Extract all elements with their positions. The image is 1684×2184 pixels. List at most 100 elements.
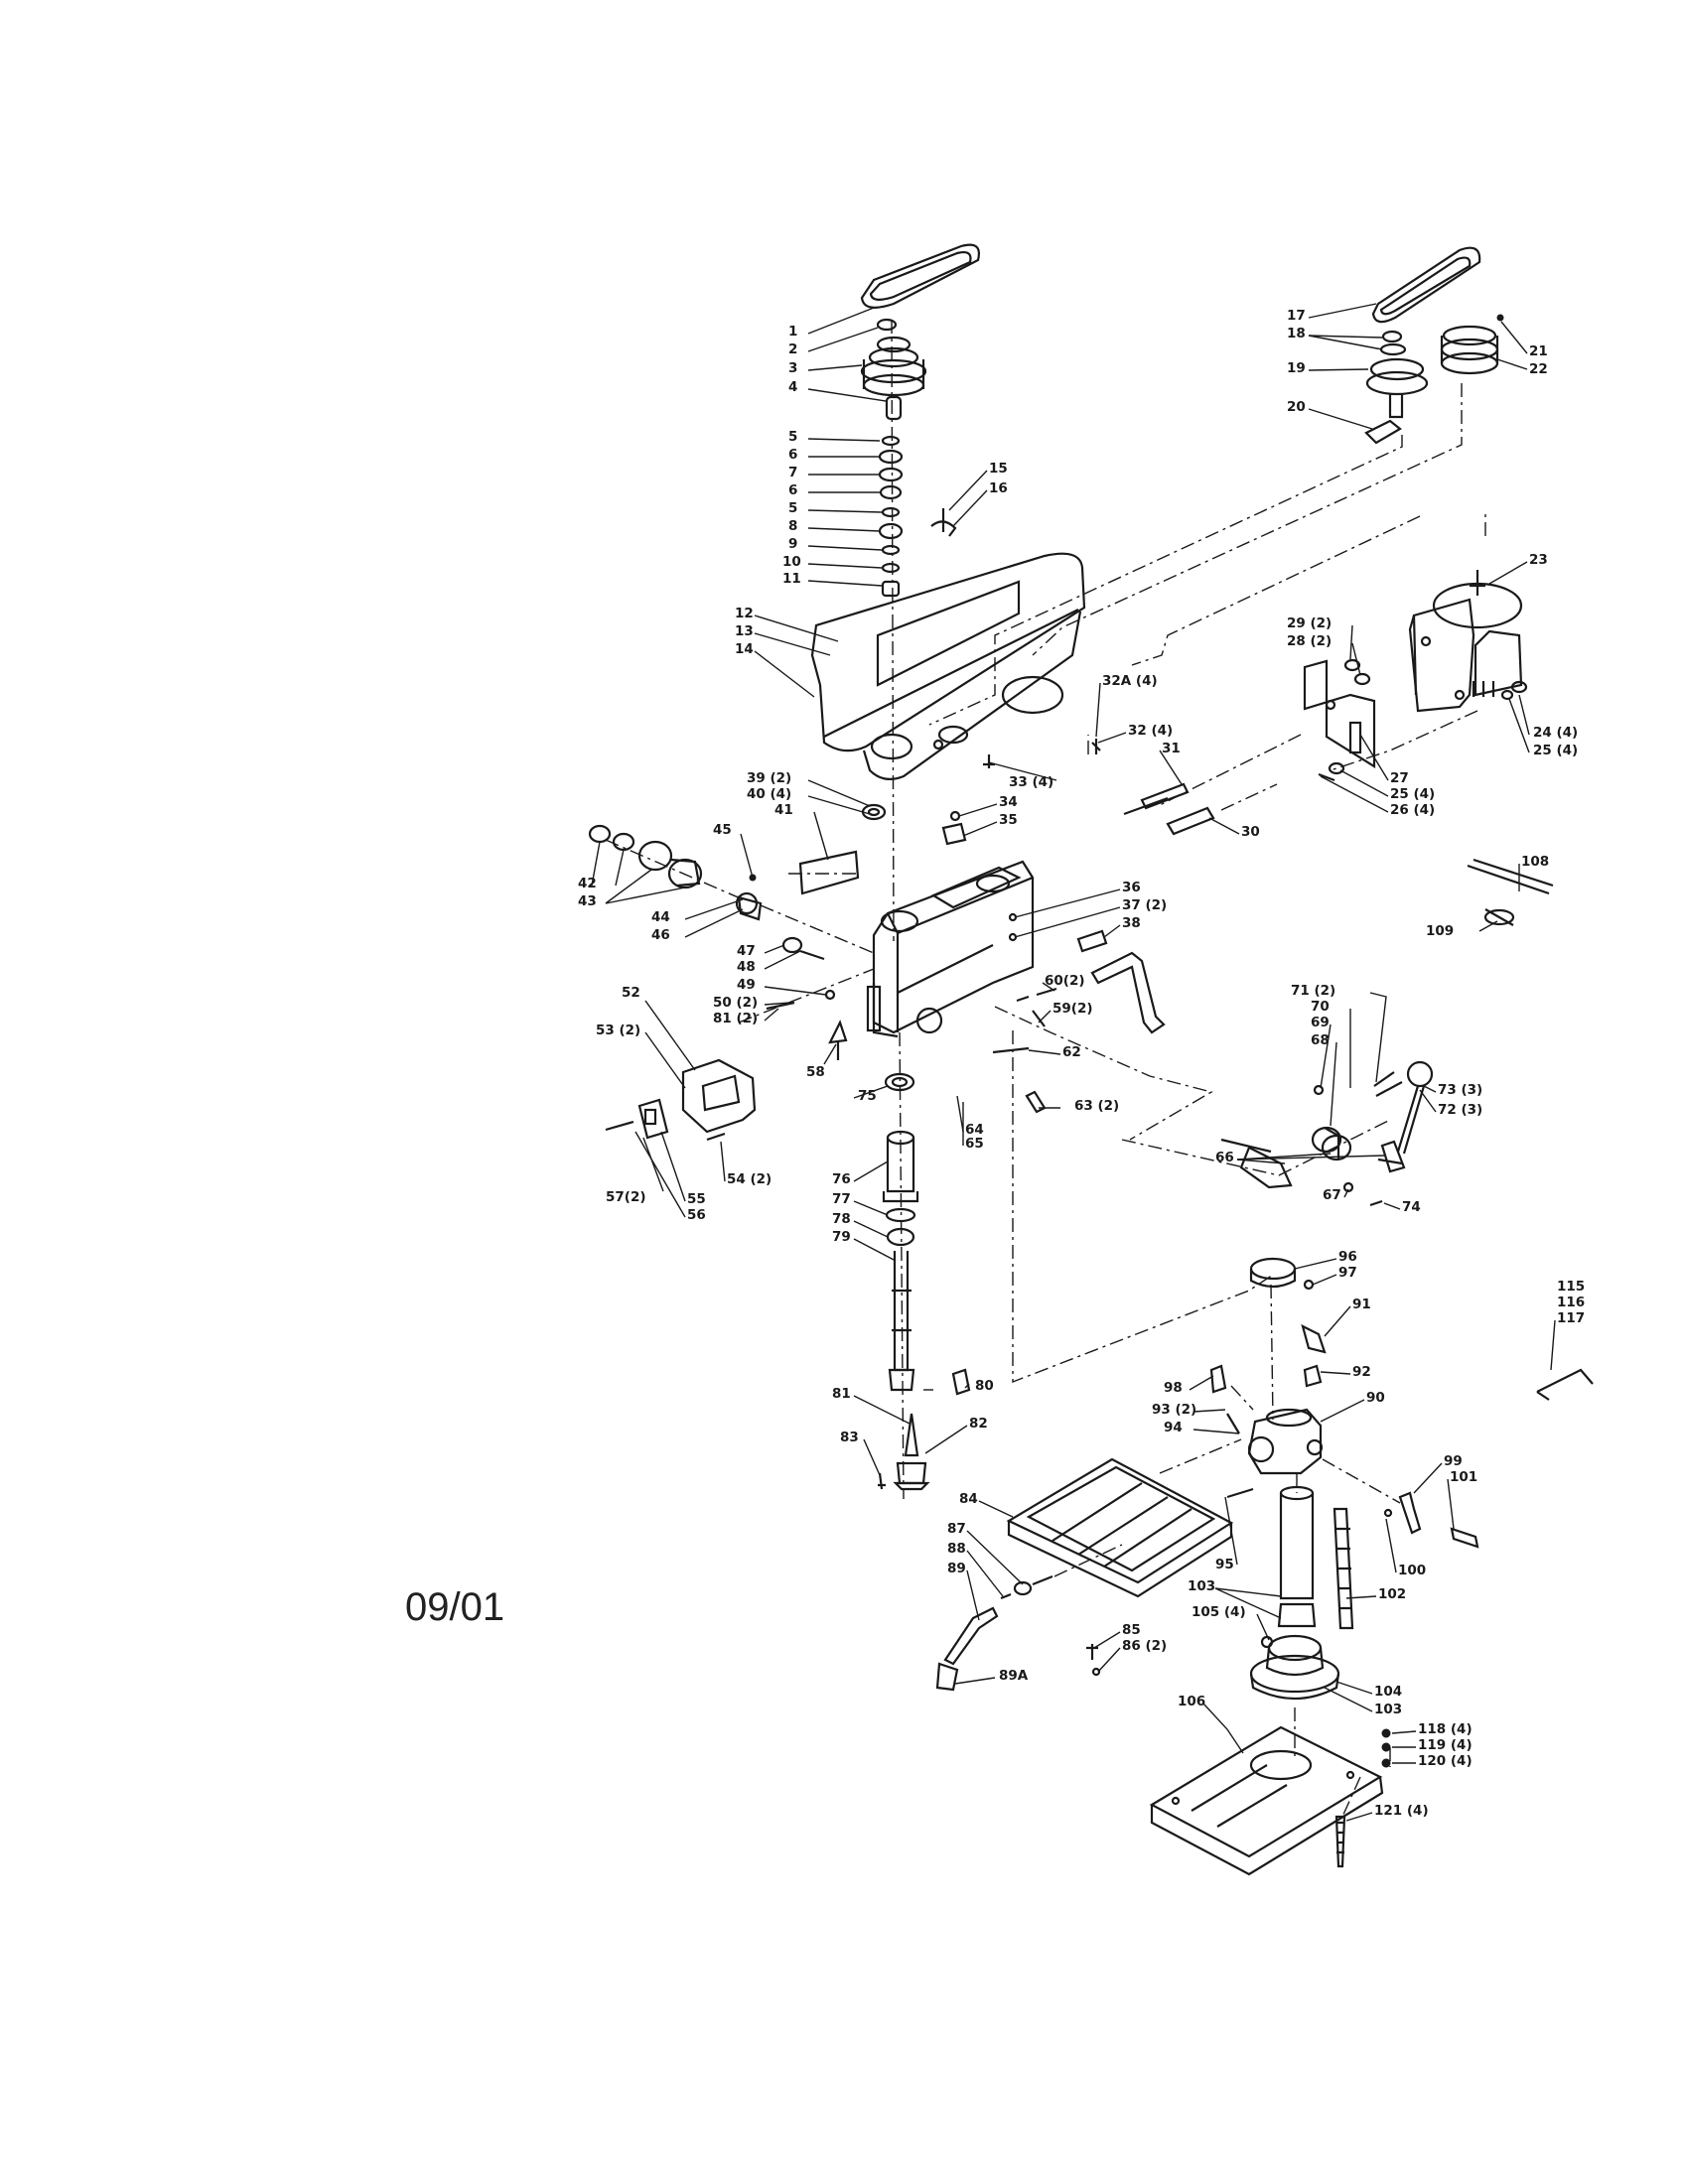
assembly-centerlines bbox=[605, 319, 1486, 1818]
part-label: 12 bbox=[735, 606, 754, 621]
part-label: 13 bbox=[735, 623, 754, 639]
part-label: 2 bbox=[788, 341, 797, 357]
part-label: 24 (4) bbox=[1533, 725, 1578, 741]
feed-handle-38-drawing bbox=[1076, 929, 1166, 1034]
part-label: 57(2) bbox=[606, 1189, 646, 1205]
part-label: 42 bbox=[578, 876, 597, 891]
table-bracket-drawing bbox=[1226, 1408, 1324, 1475]
part-label: 86 (2) bbox=[1122, 1638, 1167, 1654]
part-label: 50 (2) bbox=[713, 995, 758, 1011]
screws-85-86-drawing bbox=[1086, 1644, 1101, 1677]
part-label: 49 bbox=[737, 977, 756, 993]
part-label: 45 bbox=[713, 822, 732, 838]
part-label: 26 (4) bbox=[1390, 802, 1435, 818]
hex-key-drawing bbox=[1536, 1368, 1594, 1401]
part-label: 93 (2) bbox=[1152, 1402, 1196, 1418]
chuck-assembly-drawing bbox=[878, 1413, 930, 1491]
part-label: 36 bbox=[1122, 880, 1141, 895]
part-label: 116 bbox=[1557, 1295, 1585, 1310]
part-label: 82 bbox=[969, 1416, 988, 1432]
part-label: 32 (4) bbox=[1128, 723, 1173, 739]
part-label: 109 bbox=[1426, 923, 1454, 939]
leader-lines bbox=[591, 303, 1556, 1822]
part-label: 3 bbox=[788, 360, 797, 376]
part-label: 60(2) bbox=[1045, 973, 1085, 989]
part-label: 9 bbox=[788, 536, 797, 552]
part-label: 58 bbox=[806, 1064, 825, 1080]
motor-pulley-drawing bbox=[1440, 314, 1504, 375]
part-label: 5 bbox=[788, 429, 797, 445]
part-label: 83 bbox=[840, 1430, 859, 1445]
part-label: 91 bbox=[1352, 1297, 1371, 1312]
part-label: 18 bbox=[1287, 326, 1306, 341]
part-label: 5 bbox=[788, 500, 797, 516]
part-label: 73 (3) bbox=[1438, 1082, 1482, 1098]
bushing-39-40-drawing bbox=[861, 803, 887, 821]
part-label: 43 bbox=[578, 893, 597, 909]
part-label: 22 bbox=[1529, 361, 1548, 377]
pulley-cover-drawing bbox=[810, 552, 1086, 781]
part-label: 64 bbox=[965, 1122, 984, 1138]
part-label: 79 bbox=[832, 1229, 851, 1245]
part-label: 121 (4) bbox=[1374, 1803, 1429, 1819]
motor-bracket-drawing bbox=[1303, 659, 1376, 768]
part-label: 115 bbox=[1557, 1279, 1585, 1295]
part-label: 96 bbox=[1338, 1249, 1357, 1265]
part-label: 25 (4) bbox=[1533, 743, 1578, 758]
part-label: 101 bbox=[1450, 1469, 1477, 1485]
head-casting-drawing bbox=[866, 860, 1035, 1038]
part-label: 75 bbox=[858, 1088, 877, 1104]
part-label: 120 (4) bbox=[1418, 1753, 1473, 1769]
part-label: 54 (2) bbox=[727, 1171, 772, 1187]
spindle-bearing-stack-drawing bbox=[878, 435, 904, 598]
table-crank-drawing bbox=[935, 1574, 1053, 1692]
idler-pulley-drawing bbox=[1364, 330, 1429, 445]
part-label: 28 (2) bbox=[1287, 633, 1332, 649]
base-drawing bbox=[1149, 1725, 1384, 1876]
part-label: 55 bbox=[687, 1191, 706, 1207]
part-label: 27 bbox=[1390, 770, 1409, 786]
part-label: 47 bbox=[737, 943, 756, 959]
part-label: 38 bbox=[1122, 915, 1141, 931]
part-label: 10 bbox=[782, 554, 801, 570]
part-label: 81 (2) bbox=[713, 1011, 758, 1026]
knob-34-35-drawing bbox=[941, 810, 967, 846]
part-label: 72 (3) bbox=[1438, 1102, 1482, 1118]
motor-rods-drawing bbox=[1123, 782, 1215, 836]
knob-15-16-drawing bbox=[930, 508, 957, 537]
part-label: 31 bbox=[1162, 741, 1181, 756]
switch-box-drawing bbox=[605, 1058, 757, 1142]
part-label: 59(2) bbox=[1052, 1001, 1093, 1017]
part-label: 30 bbox=[1241, 824, 1260, 840]
part-label: 76 bbox=[832, 1171, 851, 1187]
part-label: 89A bbox=[999, 1668, 1029, 1684]
part-label: 100 bbox=[1398, 1563, 1426, 1578]
switch-hardware-drawing bbox=[766, 936, 836, 1011]
part-label: 29 (2) bbox=[1287, 615, 1332, 631]
part-label: 56 bbox=[687, 1207, 706, 1223]
pins-62-63-drawing bbox=[992, 1046, 1047, 1114]
part-label: 95 bbox=[1215, 1557, 1234, 1572]
part-label: 105 (4) bbox=[1192, 1604, 1246, 1620]
part-label: 103 bbox=[1188, 1578, 1215, 1594]
part-label: 102 bbox=[1378, 1586, 1406, 1602]
part-label: 87 bbox=[947, 1521, 966, 1537]
belt-1-drawing bbox=[860, 243, 980, 309]
part-label: 53 (2) bbox=[596, 1023, 640, 1038]
part-label: 39 (2) bbox=[747, 770, 791, 786]
motor-drawing bbox=[1408, 570, 1523, 713]
part-label: 46 bbox=[651, 927, 670, 943]
part-label: 32A (4) bbox=[1102, 673, 1158, 689]
rack-drawing bbox=[1333, 1507, 1354, 1630]
cover-bolts-drawing bbox=[983, 739, 1101, 768]
part-label: 14 bbox=[735, 641, 754, 657]
part-label: 33 (4) bbox=[1009, 774, 1053, 790]
part-label: 25 (4) bbox=[1390, 786, 1435, 802]
part-label: 117 bbox=[1557, 1310, 1585, 1326]
part-label: 89 bbox=[947, 1561, 966, 1576]
part-label: 23 bbox=[1529, 552, 1548, 568]
power-cord-drawing bbox=[1467, 858, 1554, 926]
part-label: 85 bbox=[1122, 1622, 1141, 1638]
part-label: 63 (2) bbox=[1074, 1098, 1119, 1114]
